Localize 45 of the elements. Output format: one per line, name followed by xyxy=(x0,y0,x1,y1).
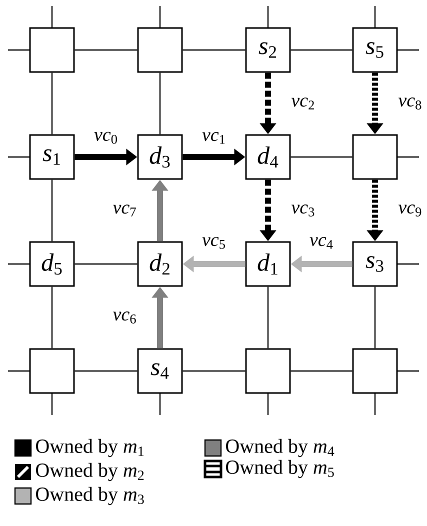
legend-label: Owned by m$_{2}$ xyxy=(36,462,144,482)
edge-label: vc$_{8}$ xyxy=(397,96,424,110)
edge-label: vc$_{6}$ xyxy=(112,310,138,324)
link-line xyxy=(74,263,138,265)
legend-label: Owned by m$_{4}$ xyxy=(226,438,334,458)
empty-router-box xyxy=(352,134,398,180)
empty-router-box xyxy=(352,348,398,394)
router-box: d$_{3}$ xyxy=(137,134,183,180)
link-line xyxy=(51,180,53,242)
edge-label: vc$_{9}$ xyxy=(397,204,424,218)
router-box: d$_{2}$ xyxy=(137,241,183,287)
edge-label: vc$_{5}$ xyxy=(201,236,227,250)
link-line xyxy=(159,72,161,134)
link-line xyxy=(374,286,376,348)
empty-router-box xyxy=(29,348,75,394)
router-box: s$_{2}$ xyxy=(245,27,291,73)
edge-label: vc$_{3}$ xyxy=(290,204,316,218)
link-line xyxy=(267,286,269,348)
router-box: d$_{5}$ xyxy=(29,241,75,287)
legend-label: Owned by m$_{5}$ xyxy=(226,460,334,478)
edge-label: vc$_{7}$ xyxy=(112,204,138,218)
edge-label: vc$_{1}$ xyxy=(201,131,227,145)
link-line xyxy=(290,156,352,158)
link-line xyxy=(290,49,352,51)
empty-router-box xyxy=(29,27,75,73)
empty-router-box xyxy=(137,27,183,73)
router-box: s$_{3}$ xyxy=(352,241,398,287)
link-line xyxy=(74,370,138,372)
edge-label: vc$_{2}$ xyxy=(290,96,316,110)
link-line xyxy=(290,370,352,372)
legend-label: Owned by m$_{3}$ xyxy=(36,486,144,506)
link-line xyxy=(182,370,246,372)
router-box: d$_{4}$ xyxy=(245,134,291,180)
edge-label: vc$_{4}$ xyxy=(308,236,334,250)
router-box: s$_{1}$ xyxy=(29,134,75,180)
router-box: s$_{4}$ xyxy=(137,348,183,394)
link-line xyxy=(182,49,246,51)
empty-router-box xyxy=(245,348,291,394)
router-box: d$_{1}$ xyxy=(245,241,291,287)
link-line xyxy=(51,286,53,348)
legend-label: Owned by m$_{1}$ xyxy=(36,438,144,458)
edge-label: vc$_{0}$ xyxy=(93,130,119,145)
link-line xyxy=(51,72,53,134)
link-line xyxy=(74,49,138,51)
router-box: s$_{5}$ xyxy=(352,27,398,73)
